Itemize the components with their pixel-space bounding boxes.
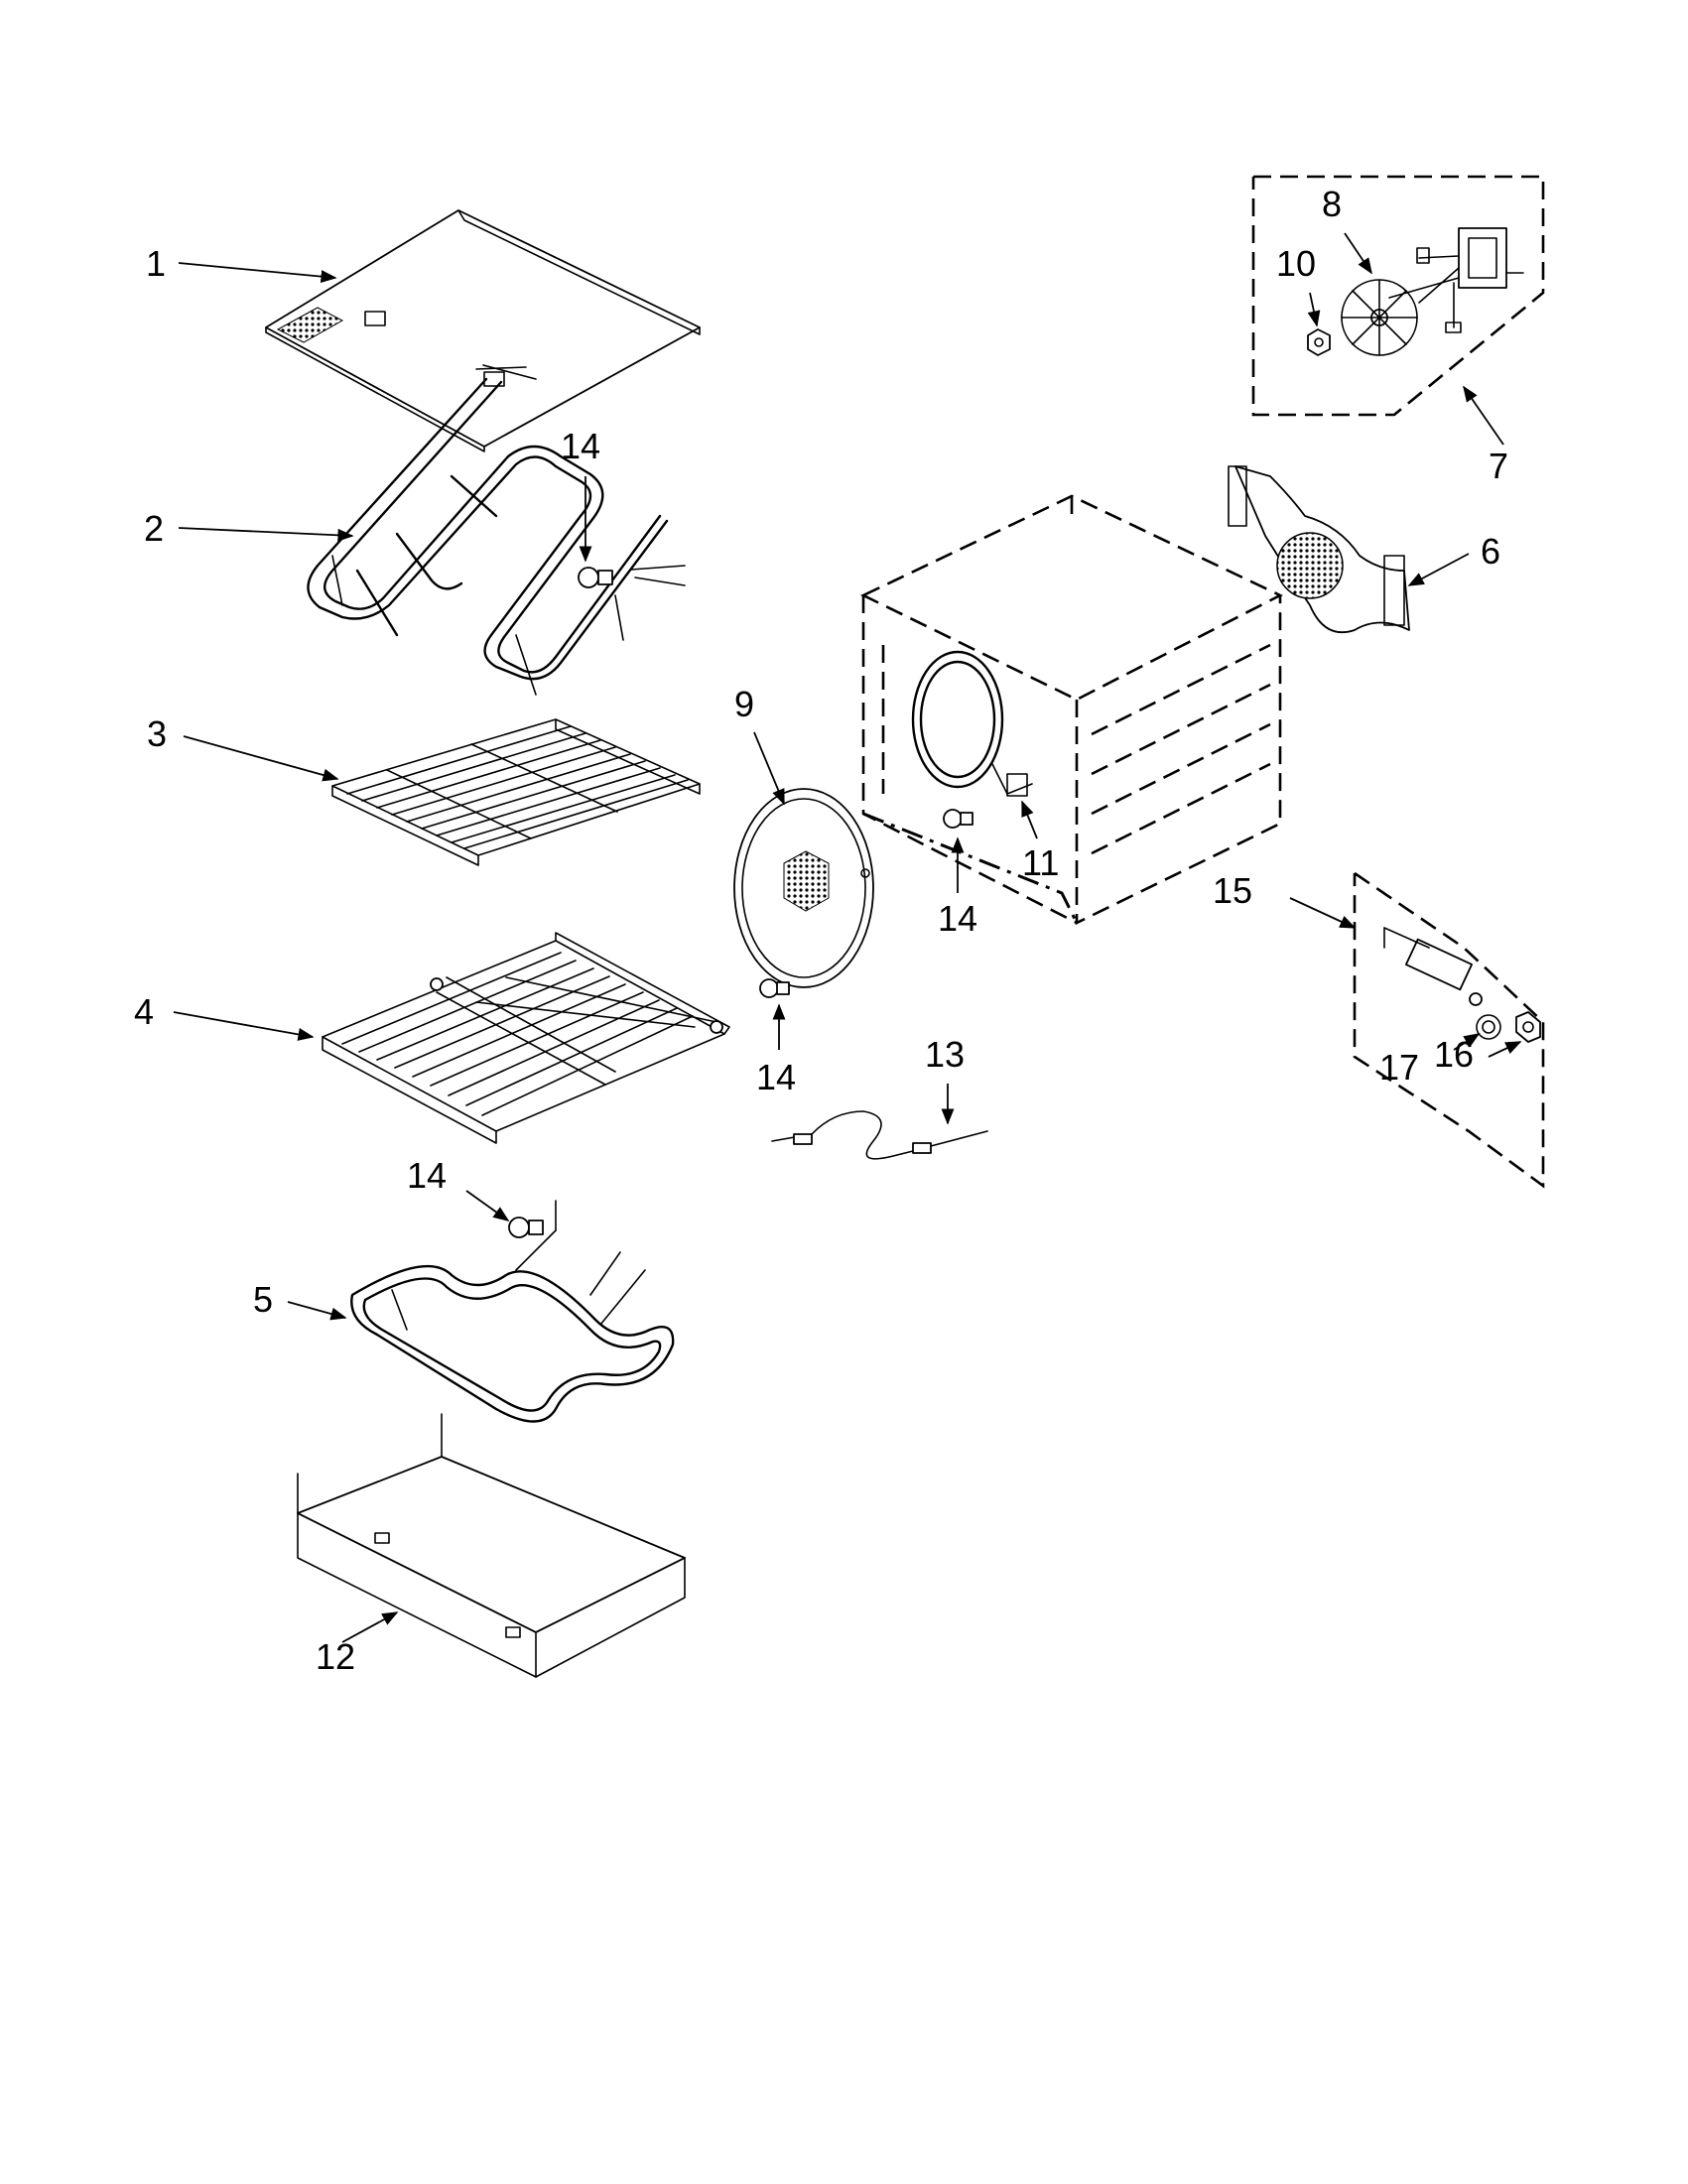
part-light-socket <box>1383 927 1483 1006</box>
part-top-panel <box>265 209 701 452</box>
part-fan-motor <box>1388 227 1524 333</box>
part-fan-cover <box>733 788 874 988</box>
part-screw-cavity <box>943 809 974 829</box>
callout-11: 11 <box>1022 842 1059 883</box>
part-fan-motor-group-box <box>1251 175 1545 417</box>
part-screw-fan-cover <box>759 978 790 998</box>
part-fan-housing <box>1228 465 1410 634</box>
part-bake-element <box>350 1200 675 1423</box>
leader-lines <box>173 232 1522 1643</box>
callout-labels: 1 2 3 4 5 6 7 8 9 10 11 12 13 14 14 14 1… <box>134 184 1508 1677</box>
part-screw-bake <box>508 1217 544 1238</box>
part-light-nut <box>1515 1011 1541 1043</box>
callout-2: 2 <box>144 508 164 549</box>
part-oven-cavity <box>860 494 1283 926</box>
callout-14-bake: 14 <box>407 1155 447 1196</box>
callout-9: 9 <box>734 684 754 724</box>
callout-16: 16 <box>1434 1034 1474 1075</box>
callout-12: 12 <box>316 1636 355 1677</box>
callout-8: 8 <box>1322 184 1342 224</box>
callout-10: 10 <box>1276 243 1316 284</box>
part-screw-broil <box>578 567 613 588</box>
part-meat-probe <box>771 1110 988 1160</box>
callout-7: 7 <box>1489 446 1508 486</box>
part-convection-element <box>911 650 1033 797</box>
part-light-washer <box>1476 1014 1501 1040</box>
part-bottom-cover <box>297 1413 686 1678</box>
part-fan-nut <box>1307 328 1331 356</box>
callout-3: 3 <box>147 713 167 754</box>
callout-17: 17 <box>1379 1047 1419 1088</box>
callout-14-fan-cover: 14 <box>756 1057 796 1097</box>
part-extension-rack <box>322 932 730 1144</box>
part-fan-blade <box>1341 279 1418 356</box>
callout-1: 1 <box>146 243 166 284</box>
callout-4: 4 <box>134 991 154 1032</box>
callout-5: 5 <box>253 1279 273 1320</box>
callout-13: 13 <box>925 1034 965 1075</box>
part-broil-element <box>307 364 686 696</box>
callout-6: 6 <box>1481 531 1500 572</box>
part-light-group-box <box>1353 871 1545 1189</box>
part-oven-rack <box>331 718 701 866</box>
callout-14-cavity: 14 <box>938 898 977 939</box>
callout-14-broil: 14 <box>561 426 600 466</box>
callout-15: 15 <box>1213 870 1252 911</box>
